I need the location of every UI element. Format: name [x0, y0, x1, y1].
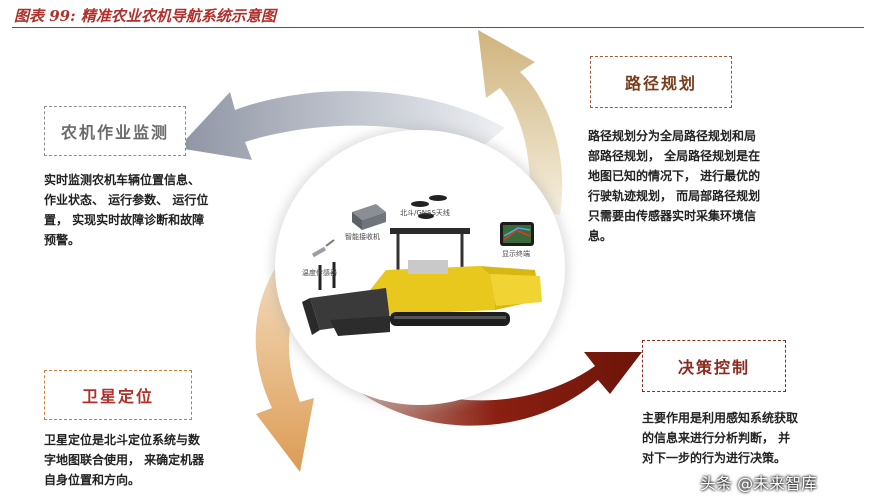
- monitoring-title: 农机作业监测: [60, 123, 169, 142]
- paver-machine-illustration: [302, 195, 542, 336]
- path-planning-line: 行驶轨迹规划， 而局部路径规划: [588, 189, 761, 203]
- decision-line: 的信息来进行分析判断， 并: [642, 431, 791, 445]
- antenna-label: 北斗/GNSS天线: [400, 209, 450, 217]
- monitoring-line: 作业状态、 运行参数、 运行位: [44, 193, 209, 207]
- decision-line: 主要作用是利用感知系统获取: [642, 411, 799, 425]
- display-label: 显示终端: [502, 250, 530, 258]
- sensor-label: 温度传感器: [302, 269, 337, 277]
- path-planning-line: 只需要由传感器实时采集环境信: [588, 209, 757, 223]
- path-planning-line: 地图已知的情况下， 进行最优的: [588, 169, 761, 183]
- positioning-title: 卫星定位: [81, 387, 154, 406]
- decision-line: 对下一步的行为进行决策。: [642, 451, 787, 465]
- monitoring-line: 实时监测农机车辆位置信息、: [44, 173, 201, 187]
- antenna-icon: [411, 195, 447, 219]
- monitoring-line: 预警。: [44, 233, 81, 247]
- path-planning-line: 息。: [588, 229, 613, 243]
- arrow-to-decision: [350, 352, 642, 426]
- positioning-line: 自身位置和方向。: [44, 473, 141, 487]
- positioning-title-box: 卫星定位: [44, 370, 192, 420]
- path-planning-title-box: 路径规划: [590, 56, 732, 108]
- monitoring-description: 实时监测农机车辆位置信息、 作业状态、 运行参数、 运行位 置， 实现实时故障诊…: [44, 170, 208, 250]
- arrow-to-path-planning: [478, 30, 563, 215]
- receiver-label: 智能接收机: [345, 233, 380, 241]
- paver-body: [302, 228, 542, 336]
- positioning-description: 卫星定位是北斗定位系统与数 字地图联合使用， 来确定机器 自身位置和方向。: [44, 430, 204, 490]
- monitoring-line: 置， 实现实时故障诊断和故障: [44, 213, 205, 227]
- decision-title: 决策控制: [677, 358, 750, 377]
- title-rule: [12, 27, 864, 28]
- path-planning-line: 路径规划分为全局路径规划和局: [588, 129, 757, 143]
- positioning-line: 卫星定位是北斗定位系统与数: [44, 433, 201, 447]
- receiver-icon: [352, 204, 386, 230]
- display-icon: [500, 222, 534, 246]
- path-planning-line: 部路径规划， 全局路径规划是在: [588, 149, 761, 163]
- path-planning-description: 路径规划分为全局路径规划和局 部路径规划， 全局路径规划是在 地图已知的情况下，…: [588, 126, 760, 246]
- figure-title: 图表 99: 精准农业农机导航系统示意图: [14, 7, 276, 25]
- decision-description: 主要作用是利用感知系统获取 的信息来进行分析判断， 并 对下一步的行为进行决策。: [642, 408, 798, 468]
- decision-title-box: 决策控制: [642, 340, 786, 392]
- watermark: 头条 @未来智库: [700, 474, 818, 493]
- sensor-icon: [311, 239, 335, 258]
- arrow-to-monitoring: [178, 90, 505, 160]
- monitoring-title-box: 农机作业监测: [44, 106, 186, 156]
- path-planning-title: 路径规划: [624, 74, 697, 93]
- positioning-line: 字地图联合使用， 来确定机器: [44, 453, 205, 467]
